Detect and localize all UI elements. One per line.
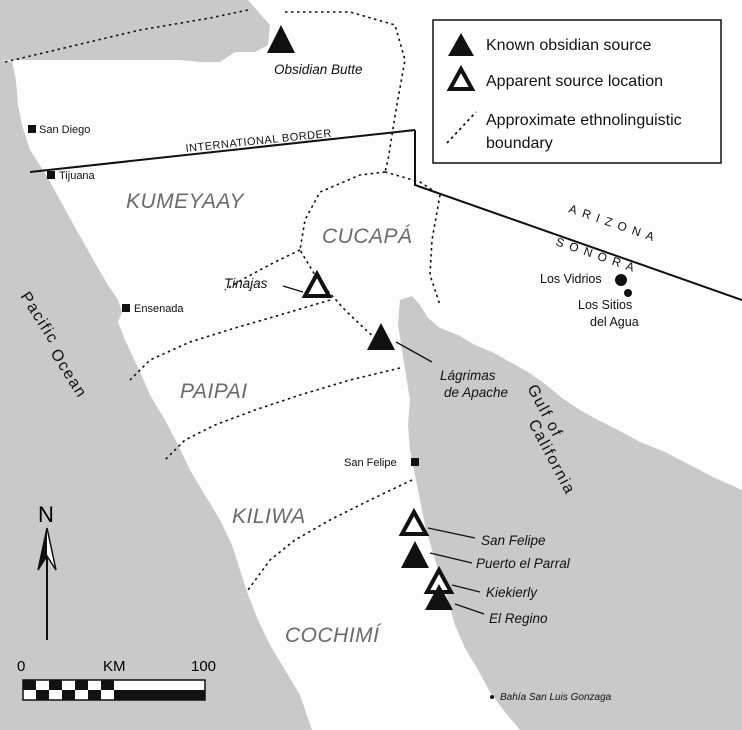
legend-hollow-triangle-icon [446, 64, 476, 91]
hollow-triangle-icon [301, 269, 333, 298]
city-label: Ensenada [134, 303, 184, 315]
site-label: Los Vidrios [540, 272, 602, 286]
source-label-line1: Lágrimas [440, 368, 496, 383]
scale-unit-label: KM [103, 658, 126, 675]
north-arrow: N [37, 502, 57, 640]
north-label: N [38, 502, 54, 527]
legend: Known obsidian source Apparent source lo… [432, 19, 722, 164]
city-ensenada: Ensenada [122, 303, 184, 315]
city-marker-icon [411, 458, 419, 466]
legend-box [432, 19, 722, 164]
city-marker-icon [28, 125, 36, 133]
filled-triangle-icon [425, 584, 453, 610]
city-san-diego: San Diego [28, 124, 90, 136]
arizona-sonora-border [414, 130, 742, 301]
site-label-line2: del Agua [590, 315, 639, 329]
city-marker-icon [122, 304, 130, 312]
city-marker-icon [490, 695, 494, 699]
scale-max-label: 100 [191, 658, 216, 675]
gulf-of-california-water [398, 296, 742, 730]
region-cucapa: CUCAPÁ [322, 225, 413, 248]
international-border-line [29, 129, 416, 173]
legend-boundary-line2: boundary [486, 135, 553, 152]
hollow-triangle-icon [398, 507, 430, 536]
sonora-label: SONORA [554, 235, 642, 277]
region-cochimi: COCHIMÍ [285, 624, 382, 647]
site-label-line1: Los Sitios [578, 298, 632, 312]
source-lagrimas-de-apache: Lágrimas de Apache [367, 323, 508, 400]
source-obsidian-butte: Obsidian Butte [267, 25, 363, 77]
source-el-regino: El Regino [425, 584, 548, 626]
legend-boundary-line1: Approximate ethnolinguistic [486, 112, 682, 129]
source-label: Kiekierly [486, 585, 538, 600]
legend-filled-triangle-icon [448, 33, 474, 56]
source-label: San Felipe [481, 533, 546, 548]
site-marker-icon [615, 274, 627, 286]
city-bahia-san-luis-gonzaga: Bahía San Luis Gonzaga [490, 692, 612, 703]
source-puerto-el-parral: Puerto el Parral [401, 541, 571, 571]
city-label: Bahía San Luis Gonzaga [500, 692, 612, 703]
filled-triangle-icon [267, 25, 295, 53]
scale-zero-label: 0 [17, 658, 25, 675]
legend-apparent-source: Apparent source location [486, 73, 663, 90]
region-paipai: PAIPAI [180, 380, 248, 403]
region-kiliwa: KILIWA [232, 505, 306, 528]
legend-known-source: Known obsidian source [486, 37, 652, 54]
coastal-islands [468, 646, 480, 662]
pacific-ocean-water [0, 0, 312, 730]
source-label: Obsidian Butte [274, 62, 363, 77]
city-san-felipe: San Felipe [344, 457, 419, 469]
region-kumeyaay: KUMEYAAY [126, 190, 245, 213]
source-tinajas: Tinajas [224, 269, 333, 298]
city-label: San Felipe [344, 457, 397, 469]
source-label-line2: de Apache [444, 385, 508, 400]
site-marker-icon [624, 289, 632, 297]
site-los-sitios-del-agua: Los Sitios del Agua [578, 289, 639, 329]
source-label: El Regino [489, 611, 548, 626]
ethnolinguistic-boundaries [4, 9, 441, 591]
site-los-vidrios: Los Vidrios [540, 272, 627, 286]
source-san-felipe: San Felipe [398, 507, 546, 548]
scale-bar: 0 KM 100 [17, 658, 216, 701]
source-label: Puerto el Parral [476, 556, 571, 571]
legend-dotted-line-icon [446, 111, 477, 144]
arizona-label: ARIZONA [567, 202, 662, 246]
source-kiekierly: Kiekierly [423, 565, 538, 600]
city-label: Tijuana [59, 170, 96, 182]
filled-triangle-icon [367, 323, 395, 350]
city-tijuana: Tijuana [47, 170, 96, 182]
filled-triangle-icon [401, 541, 429, 568]
source-label: Tinajas [224, 276, 268, 291]
city-marker-icon [47, 171, 55, 179]
international-border-label: INTERNATIONAL BORDER [185, 128, 332, 155]
city-label: San Diego [39, 124, 90, 136]
